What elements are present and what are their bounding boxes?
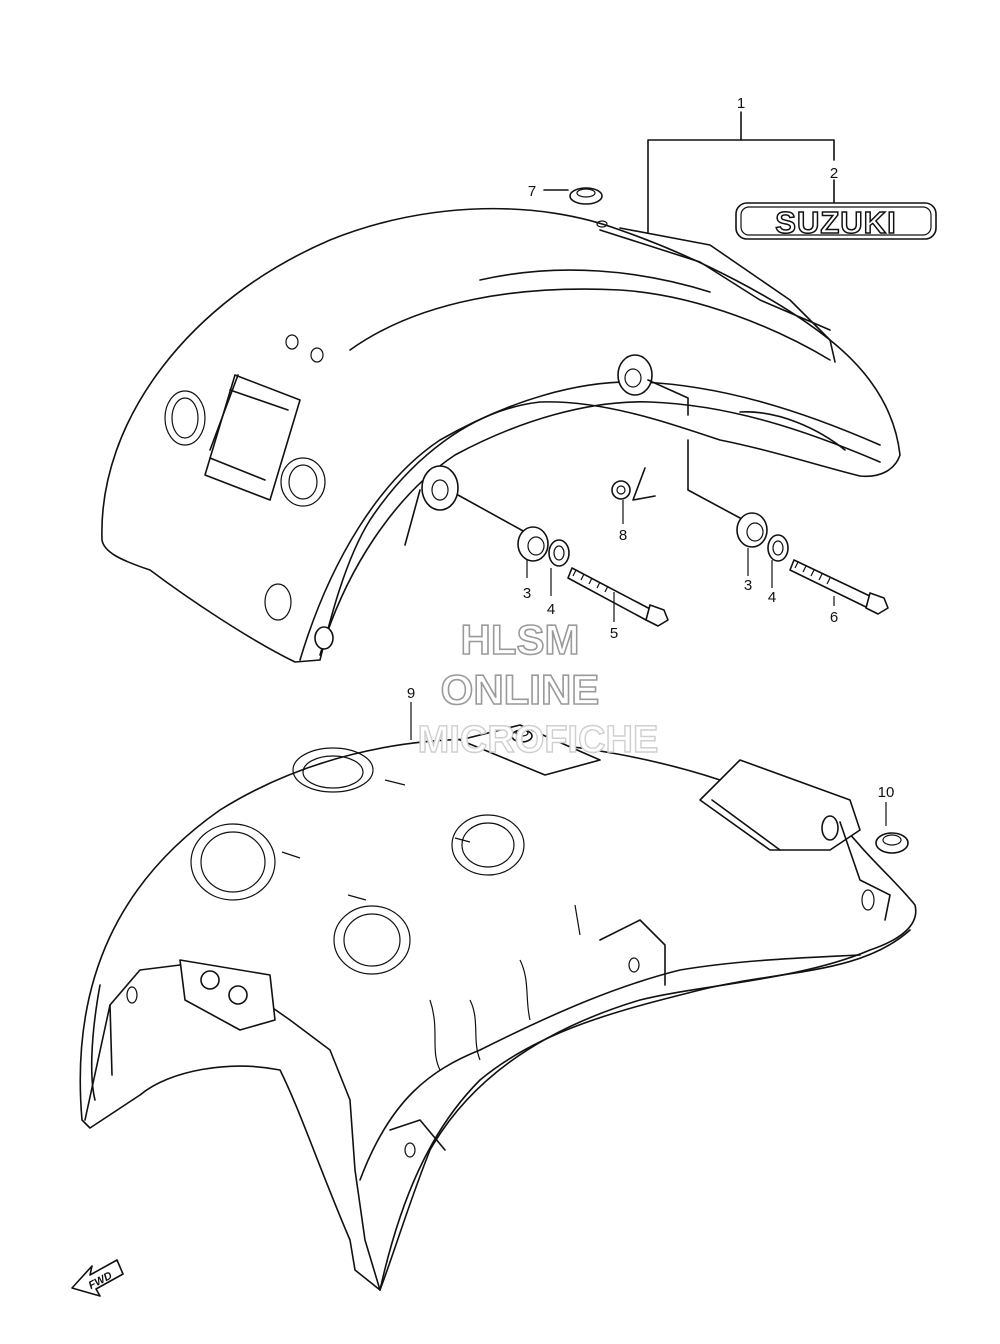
- callout-9: 9: [407, 685, 415, 702]
- watermark: HLSM ONLINE MICROFICHE: [417, 615, 659, 762]
- callout-1: 1: [737, 95, 745, 112]
- callout-8: 8: [619, 527, 627, 544]
- watermark-line3: MICROFICHE: [418, 719, 659, 761]
- decal-text: SUZUKI: [775, 205, 896, 240]
- nut-8: [611, 467, 656, 501]
- hardware-right: [647, 379, 889, 615]
- callout-4-left: 4: [547, 601, 555, 618]
- callout-leaders: [410, 500, 887, 826]
- callout-4-right: 4: [768, 589, 776, 606]
- callout-7: 7: [528, 183, 536, 200]
- callout-6: 6: [830, 609, 838, 626]
- callout-3-right: 3: [744, 577, 752, 594]
- grommet-7: [543, 187, 603, 205]
- callout-2: 2: [830, 165, 838, 182]
- inner-fender: [79, 724, 917, 1291]
- callout-labels: 1 2 7 8 3 4 5 3 4 6 9 10: [407, 95, 895, 801]
- callout-10: 10: [878, 784, 895, 801]
- suzuki-decal: SUZUKI: [735, 202, 937, 241]
- callout-bracket-1: [647, 111, 835, 233]
- callout-5: 5: [610, 625, 618, 642]
- fwd-arrow-icon: FWD: [71, 1259, 124, 1297]
- hardware-left: [457, 494, 669, 627]
- watermark-line1: HLSM: [461, 616, 580, 663]
- grommet-10: [875, 832, 909, 854]
- callout-3-left: 3: [523, 585, 531, 602]
- watermark-line2: ONLINE: [441, 666, 600, 713]
- rear-fender-outer: [101, 207, 901, 663]
